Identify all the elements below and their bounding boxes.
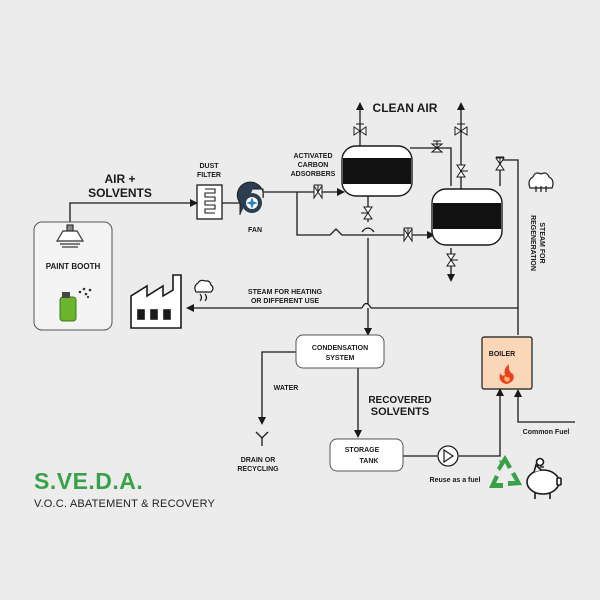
storage-label-2: TANK [360, 458, 379, 465]
spray-can-icon [59, 287, 92, 322]
air-label: AIR + [104, 172, 135, 186]
adsorbers-label-3: ADSORBERS [291, 171, 336, 178]
valve-icon [313, 184, 323, 200]
pipe-crossovers [361, 227, 375, 309]
steam-regen-label-1: STEAM FOR [538, 222, 545, 263]
piggy-bank-icon [526, 457, 562, 499]
fan-label: FAN [248, 227, 262, 234]
flame-icon [499, 364, 514, 384]
storage-label-1: STORAGE [345, 447, 380, 454]
valve-icon [361, 206, 373, 220]
water-label: WATER [274, 385, 299, 392]
valve-icon [430, 140, 444, 153]
hood-icon [55, 224, 85, 248]
valve-icon [454, 123, 468, 136]
drain-label-2: RECYCLING [237, 466, 279, 473]
adsorber-1 [341, 145, 413, 197]
steam-icon [194, 279, 214, 302]
drain-label-1: DRAIN OR [241, 457, 276, 464]
adsorber-2 [431, 188, 503, 246]
condensation-label-2: SYSTEM [326, 355, 355, 362]
boiler: BOILER [481, 336, 533, 390]
adsorbers-label-1: ACTIVATED [293, 153, 332, 160]
steam-regen-label-2: REGENERATION [529, 215, 536, 271]
fan-icon [236, 181, 264, 215]
dust-filter-label-2: FILTER [197, 172, 221, 179]
valves [313, 123, 505, 267]
steam-heating-label-1: STEAM FOR HEATING [248, 289, 323, 296]
recovered-label-1: RECOVERED [368, 395, 431, 406]
steam-icon [528, 172, 554, 192]
paint-booth: PAINT BOOTH [33, 221, 113, 331]
solvents-label: SOLVENTS [88, 186, 152, 200]
valve-icon [446, 253, 458, 267]
boiler-label: BOILER [489, 351, 515, 358]
recycle-icon [489, 455, 522, 488]
paint-booth-label: PAINT BOOTH [46, 262, 101, 271]
drain-icon [255, 431, 269, 446]
condensation-system: CONDENSATION SYSTEM [295, 334, 385, 369]
storage-tank: STORAGE TANK [329, 438, 404, 472]
valve-icon [456, 164, 468, 178]
adsorbers-label-2: CARBON [298, 162, 329, 169]
steam-heating-label-2: OR DIFFERENT USE [251, 298, 319, 305]
common-fuel-label: Common Fuel [523, 429, 570, 436]
valve-icon [495, 156, 505, 171]
clean-air-label: CLEAN AIR [373, 101, 438, 115]
dust-filter-label-1: DUST [199, 163, 219, 170]
reuse-label: Reuse as a fuel [430, 477, 481, 484]
condensation-label-1: CONDENSATION [312, 345, 368, 352]
brand-subtitle: V.O.C. ABATEMENT & RECOVERY [34, 498, 216, 510]
recovered-label-2: SOLVENTS [371, 406, 429, 418]
valve-icon [353, 123, 367, 136]
valve-icon [403, 227, 413, 243]
brand-title: S.VE.D.A. [34, 468, 144, 494]
factory-icon [130, 274, 182, 329]
dust-filter-icon [196, 184, 223, 220]
pump-icon [437, 445, 459, 467]
